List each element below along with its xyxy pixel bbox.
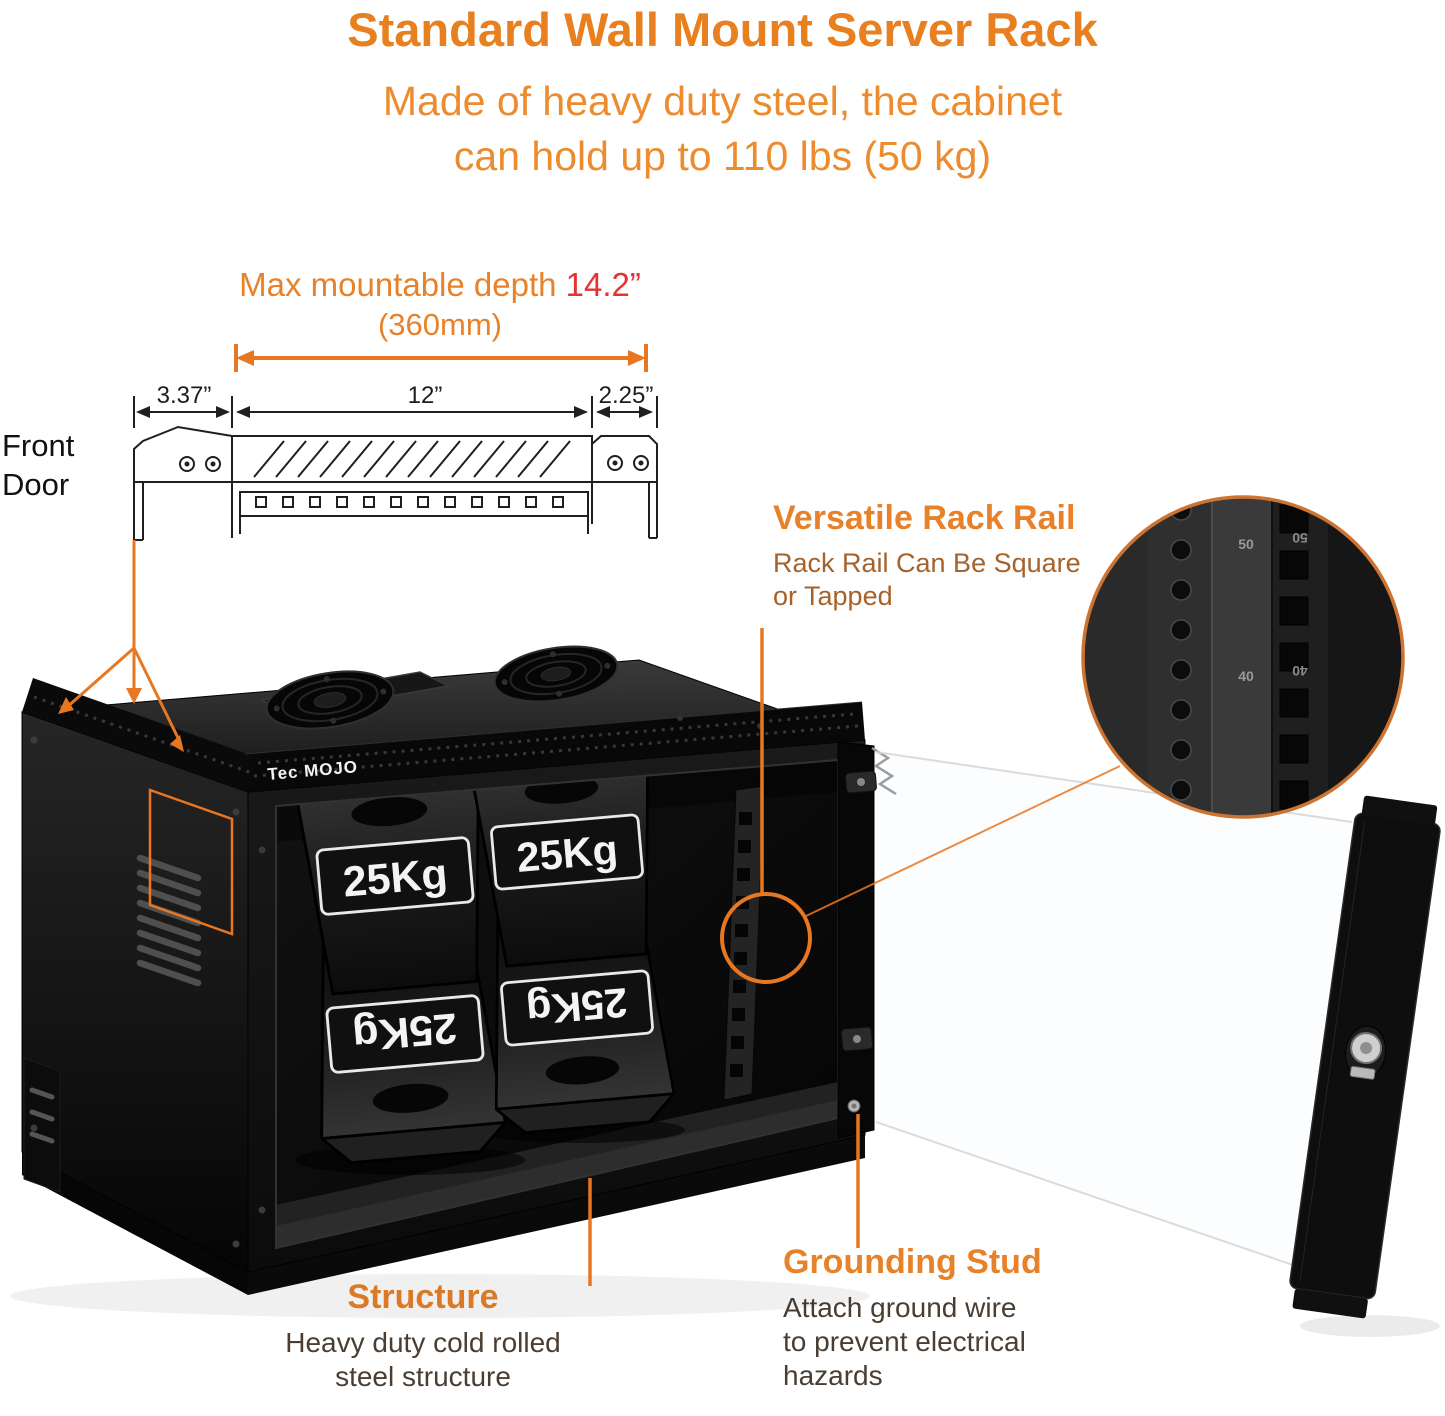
callout-grounding-desc-2: to prevent electrical [783, 1326, 1026, 1357]
weight-plate: 25Kg [515, 826, 620, 881]
door-outer-stile [1289, 795, 1441, 1319]
top-panel: Tec MOJO [21, 645, 866, 793]
callout-structure-title: Structure [347, 1278, 499, 1316]
glass-door [875, 751, 1441, 1319]
left-panel [21, 711, 249, 1273]
weight-plate: 25Kg [341, 850, 449, 907]
callout-grounding: Grounding Stud Attach ground wire to pre… [783, 1243, 1103, 1393]
round-holes [1170, 499, 1192, 801]
front-door-line-1: Front [2, 428, 75, 463]
dim-mount-depth: 12” [407, 382, 443, 409]
front-opening: 25Kg 25Kg 25Kg [247, 739, 866, 1273]
dim-rear-gap: 2.25” [598, 382, 654, 409]
max-depth-label-line: Max mountable depth 14.2” [150, 266, 730, 304]
max-depth-callout: Max mountable depth 14.2” (360mm) [150, 266, 730, 343]
dim-front-overhang: 3.37” [156, 382, 212, 409]
callout-grounding-desc-1: Attach ground wire [783, 1292, 1017, 1323]
door-shadow [1300, 1315, 1440, 1337]
callout-rack-rail-title: Versatile Rack Rail [773, 499, 1076, 537]
dimension-arrowheads [136, 406, 653, 418]
cabinet-shadow [10, 1274, 870, 1318]
callout-grounding-desc-3: hazards [783, 1360, 883, 1391]
annotations [58, 540, 1121, 1286]
dimension-lines [133, 396, 658, 428]
rail-marking: 40 [1292, 663, 1308, 679]
perforated-band-front [245, 702, 865, 792]
page-title: Standard Wall Mount Server Rack [347, 3, 1098, 56]
max-depth-value: 14.2” [565, 266, 641, 303]
callout-structure-desc-1: Heavy duty cold rolled [285, 1327, 561, 1358]
cabinet-base-front [248, 1135, 865, 1295]
weight-top-right: 25Kg [468, 760, 650, 968]
depth-arrow [234, 344, 648, 372]
server-cabinet: 25Kg 25Kg 25Kg [21, 645, 897, 1295]
perforated-band-left [22, 678, 259, 792]
magnifier-connector [805, 765, 1121, 917]
square-holes [1279, 504, 1309, 810]
tech-drawing [133, 425, 658, 541]
callout-rack-rail-desc-2: or Tapped [773, 581, 893, 611]
magnifier-circle: 50 50 40 40 [1081, 495, 1405, 819]
page-subtitle-line-1: Made of heavy duty steel, the cabinet [382, 78, 1063, 124]
callout-rack-rail: Versatile Rack Rail Rack Rail Can Be Squ… [773, 499, 1083, 613]
callout-grounding-title: Grounding Stud [783, 1243, 1042, 1281]
magnifier-ring [1081, 495, 1405, 819]
floor-lip [276, 1100, 838, 1248]
wall-bracket [23, 1057, 61, 1193]
door-hinge-stile [837, 741, 897, 1139]
cooling-fan-left [265, 670, 395, 730]
front-door-label: Front Door [2, 426, 74, 504]
rail-highlight-box [148, 788, 234, 936]
max-depth-mm: (360mm) [377, 307, 502, 342]
weight-plate: 25Kg [524, 979, 629, 1034]
rail-marking: 40 [1238, 668, 1254, 684]
rail-marking: 50 [1292, 530, 1308, 546]
max-depth-label: Max mountable depth [239, 266, 557, 303]
callout-rack-rail-desc-1: Rack Rail Can Be Square [773, 548, 1081, 578]
callout-structure-desc-2: steel structure [335, 1361, 511, 1392]
rail-highlight-circle [720, 892, 812, 984]
depth-arrowheads [236, 350, 646, 366]
lock-latch [1349, 1065, 1376, 1080]
front-door-line-2: Door [2, 467, 70, 502]
cabinet-base-left [22, 1152, 248, 1295]
glass-pane [876, 752, 1360, 1288]
hinge-spring [871, 746, 897, 796]
rail-marking: 50 [1238, 536, 1254, 552]
page-subtitle-line-2: can hold up to 110 lbs (50 kg) [453, 133, 992, 179]
weight-plate: 25Kg [351, 1003, 459, 1060]
callout-structure: Structure Heavy duty cold rolled steel s… [278, 1278, 568, 1394]
cooling-fan-right [493, 645, 619, 703]
rack-rail-detail: 50 50 40 40 [1083, 497, 1403, 817]
